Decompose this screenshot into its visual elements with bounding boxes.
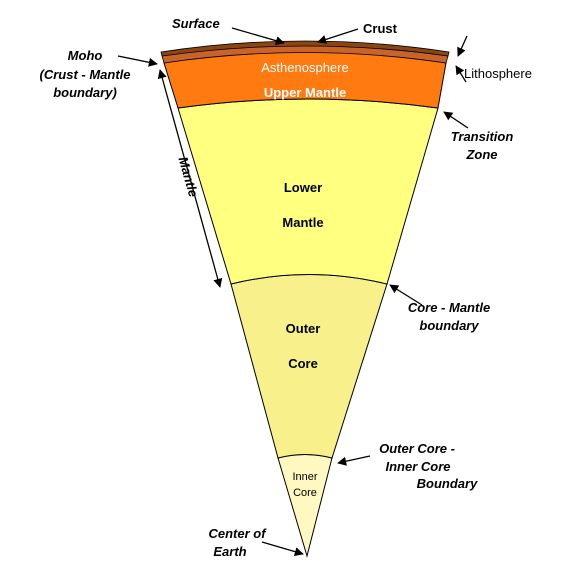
center-label-line2: Earth (213, 544, 246, 559)
moho-label-line1: Moho (68, 48, 103, 63)
inner-outer-core-label-line3: Boundary (417, 476, 478, 491)
mantle-span-arrow (157, 69, 223, 288)
lower-mantle-label-line2: Mantle (282, 215, 323, 230)
inner-core-label-line1: Inner (292, 471, 317, 483)
lithosphere-arrow-top (457, 35, 468, 57)
asthenosphere-label: Asthenosphere (261, 60, 348, 75)
inner-outer-core-label-line2: Inner Core (385, 459, 450, 474)
surface-label: Surface (172, 16, 220, 31)
core-mantle-label-line1: Core - Mantle (408, 300, 490, 315)
crust-band (160, 40, 450, 57)
inner-outer-core-arrow (337, 455, 371, 466)
lithosphere-arrow-bottom (455, 65, 467, 83)
center-label-line1: Center of (208, 526, 267, 541)
transition-zone-label-line2: Zone (465, 147, 497, 162)
moho-arrow (117, 55, 158, 67)
upper-mantle-label: Upper Mantle (264, 85, 346, 100)
core-mantle-arrow (389, 284, 423, 306)
crust-label: Crust (363, 21, 398, 36)
transition-zone-label-line1: Transition (451, 129, 514, 144)
center-arrow (261, 541, 304, 557)
moho-label-line3: boundary) (53, 85, 117, 100)
lower-mantle-label-line1: Lower (284, 180, 322, 195)
crust-arrow (317, 28, 359, 44)
transition-zone-arrow (443, 111, 469, 129)
outer-core-label-line1: Outer (286, 321, 321, 336)
moho-label-line2: (Crust - Mantle (40, 67, 131, 82)
outer-core-label-line2: Core (288, 356, 318, 371)
inner-outer-core-label-line1: Outer Core - (379, 441, 455, 456)
lithosphere-label: Lithosphere (464, 66, 532, 81)
surface-arrow (231, 27, 285, 46)
inner-core-label-line2: Core (293, 487, 317, 499)
inner-core-region (277, 454, 333, 558)
core-mantle-label-line2: boundary (419, 318, 479, 333)
